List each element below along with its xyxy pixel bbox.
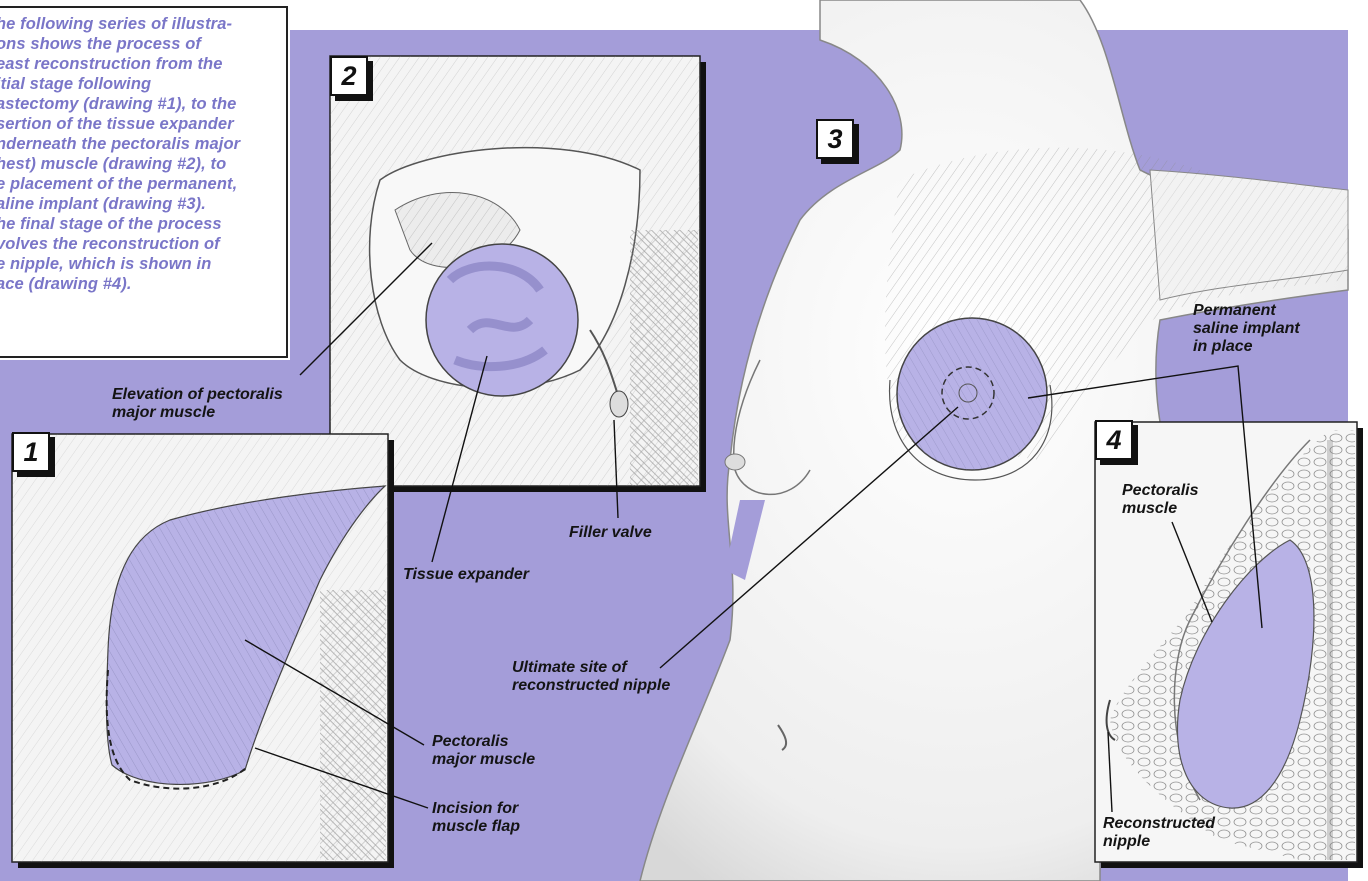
intro-text-box: he following series of illustra- ons sho… [0, 6, 288, 358]
drawing-2-panel [330, 56, 706, 492]
label-pectoralis-major: Pectoralis major muscle [432, 733, 535, 769]
label-filler-valve: Filler valve [569, 524, 652, 542]
label-tissue-expander: Tissue expander [403, 566, 529, 584]
drawing-1-panel [12, 434, 394, 868]
label-pectoralis-muscle: Pectoralis muscle [1122, 482, 1198, 518]
label-incision: Incision for muscle flap [432, 800, 520, 836]
label-reconstructed-nipple: Reconstructed nipple [1103, 815, 1215, 851]
panel-number-4: 4 [1095, 420, 1133, 460]
panel-number-1: 1 [12, 432, 50, 472]
panel-number-2: 2 [330, 56, 368, 96]
label-permanent-implant: Permanent saline implant in place [1193, 302, 1300, 356]
label-ultimate-site: Ultimate site of reconstructed nipple [512, 659, 670, 695]
label-elevation: Elevation of pectoralis major muscle [112, 386, 283, 422]
panel-number-3: 3 [816, 119, 854, 159]
